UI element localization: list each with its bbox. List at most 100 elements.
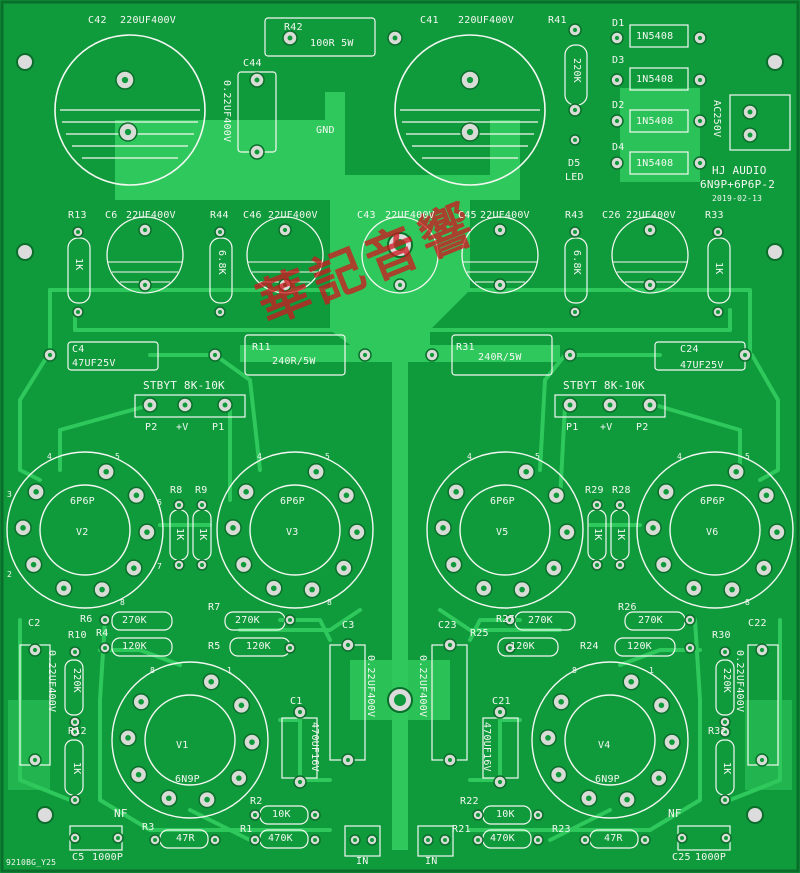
label-c26: C26 bbox=[602, 210, 621, 221]
label-d4: D4 bbox=[612, 142, 625, 153]
pad-hole bbox=[545, 735, 551, 741]
label-v1: V1 bbox=[176, 740, 189, 751]
label-c41: C41 bbox=[420, 15, 439, 26]
label-c5: C5 bbox=[72, 852, 85, 863]
pad-hole bbox=[222, 402, 228, 408]
pad-hole bbox=[585, 795, 592, 802]
label-p1-left: P1 bbox=[212, 422, 225, 433]
label-r4-value: 120K bbox=[122, 641, 147, 652]
label-c42: C42 bbox=[88, 15, 107, 26]
small-caps bbox=[106, 216, 689, 294]
pad-hole bbox=[142, 282, 148, 288]
pad-hole bbox=[73, 836, 77, 840]
label-c23-value: 0.22UF400V bbox=[417, 655, 428, 718]
pad-hole bbox=[208, 678, 215, 685]
pad-hole bbox=[614, 77, 620, 83]
pin-number: 4 bbox=[47, 452, 53, 461]
label-r30: R30 bbox=[712, 630, 731, 641]
label-r26: R26 bbox=[618, 602, 637, 613]
label-ac250v: AC250V bbox=[711, 100, 722, 138]
pad-hole bbox=[144, 529, 150, 535]
label-v3: V3 bbox=[286, 527, 299, 538]
pad-hole bbox=[443, 838, 447, 842]
pad-hole bbox=[650, 525, 656, 531]
label-c43-value: 22UF400V bbox=[385, 210, 435, 221]
pad-hole bbox=[476, 838, 480, 842]
label-c1: C1 bbox=[290, 696, 303, 707]
label-d2-value: 1N5408 bbox=[636, 116, 674, 127]
pad-hole bbox=[595, 563, 599, 567]
pad-hole bbox=[345, 757, 351, 763]
label-led: LED bbox=[565, 172, 584, 183]
label-r28-value: 1K bbox=[615, 528, 626, 541]
pad-hole bbox=[200, 563, 204, 567]
pad-hole bbox=[20, 525, 26, 531]
pad-hole bbox=[76, 230, 80, 234]
label-v5-type: 6P6P bbox=[490, 496, 515, 507]
label-r27-value: 270K bbox=[528, 615, 553, 626]
pad-hole bbox=[73, 798, 77, 802]
label-r4: R4 bbox=[96, 628, 109, 639]
label-r27: R27 bbox=[496, 614, 515, 625]
pin-number: 8 bbox=[327, 598, 333, 607]
pad-hole bbox=[204, 796, 210, 803]
label-p1-right: P1 bbox=[566, 422, 579, 433]
label-c5-value: 1000P bbox=[92, 852, 124, 863]
pad-hole bbox=[362, 352, 368, 358]
label-r3: R3 bbox=[142, 822, 155, 833]
pad-hole bbox=[125, 735, 131, 741]
pad-hole bbox=[690, 585, 697, 592]
label-r33-value: 1K bbox=[713, 262, 724, 275]
label-v5: V5 bbox=[496, 527, 509, 538]
pad-hole bbox=[426, 838, 430, 842]
mounting-holes bbox=[16, 53, 784, 824]
pad-hole bbox=[309, 586, 315, 593]
pin-number: 4 bbox=[677, 452, 683, 461]
label-v2: V2 bbox=[76, 527, 89, 538]
pad-hole bbox=[519, 586, 525, 593]
pad-hole bbox=[287, 35, 293, 41]
pad-hole bbox=[618, 563, 622, 567]
pad-hole bbox=[165, 795, 172, 802]
label-r33: R33 bbox=[705, 210, 724, 221]
pad-hole bbox=[103, 646, 107, 650]
pad-hole bbox=[680, 836, 684, 840]
label-r8: R8 bbox=[170, 485, 183, 496]
label-c21: C21 bbox=[492, 696, 511, 707]
pad-hole bbox=[647, 402, 653, 408]
label-r6: R6 bbox=[80, 614, 93, 625]
label-r22-value: 10K bbox=[496, 809, 515, 820]
label-r28: R28 bbox=[612, 485, 631, 496]
pad-hole bbox=[697, 118, 703, 124]
pads bbox=[14, 23, 786, 846]
pad-hole bbox=[236, 775, 242, 781]
label-c45: C45 bbox=[458, 210, 477, 221]
title-brand: HJ AUDIO bbox=[712, 164, 767, 177]
label-r44-value: 6.8K bbox=[216, 250, 227, 275]
label-c22-value: 0.22UF400V bbox=[734, 650, 745, 713]
pad-hole bbox=[397, 282, 403, 288]
label-c45-value: 22UF400V bbox=[480, 210, 530, 221]
pad-hole bbox=[759, 757, 765, 763]
label-r43: R43 bbox=[565, 210, 584, 221]
label-v6-type: 6P6P bbox=[700, 496, 725, 507]
pad-hole bbox=[567, 352, 573, 358]
label-r9: R9 bbox=[195, 485, 208, 496]
small-cap-hatch bbox=[108, 261, 687, 283]
pad-hole bbox=[153, 838, 157, 842]
label-c44-value: 0.22UF400V bbox=[221, 80, 232, 143]
pad-hole bbox=[238, 702, 245, 709]
label-r42: R42 bbox=[284, 22, 303, 33]
label-r24: R24 bbox=[580, 641, 599, 652]
pin-number: 8 bbox=[745, 598, 751, 607]
pad-hole bbox=[759, 647, 765, 653]
pin-number: 1 bbox=[227, 666, 233, 675]
label-c2-value: 0.22UF400V bbox=[46, 650, 57, 713]
pad-hole bbox=[313, 838, 317, 842]
label-gnd: GND bbox=[316, 125, 335, 136]
label-c43: C43 bbox=[357, 210, 376, 221]
pad-hole bbox=[142, 227, 148, 233]
pad-hole bbox=[607, 402, 613, 408]
label-c46: C46 bbox=[243, 210, 262, 221]
pad-hole bbox=[614, 118, 620, 124]
